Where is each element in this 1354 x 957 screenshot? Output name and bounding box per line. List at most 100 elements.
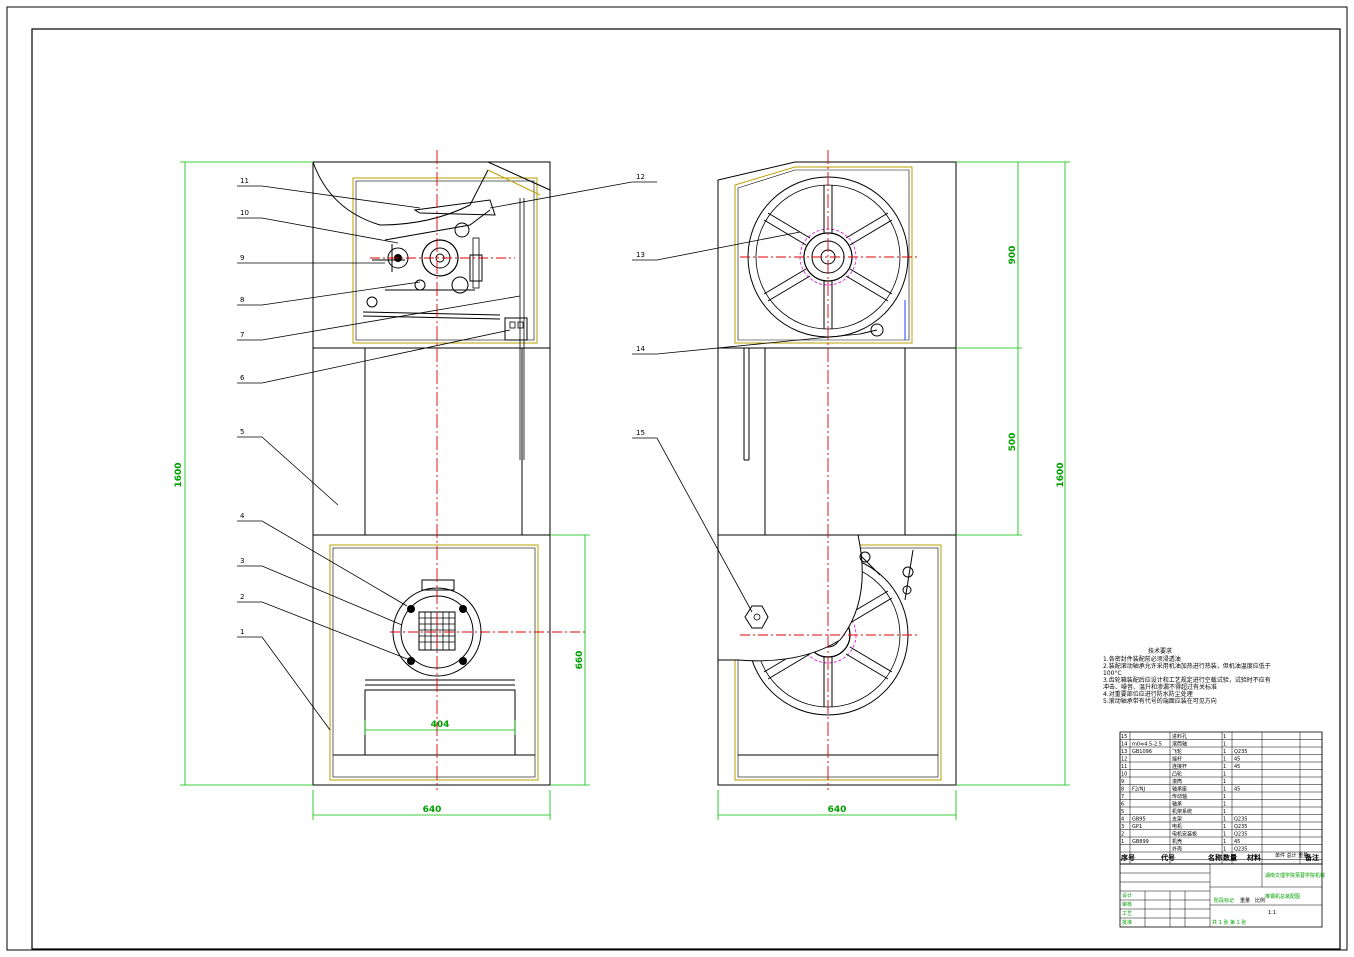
- part-label-1: 1: [240, 628, 244, 636]
- part-label-12: 12: [636, 173, 645, 181]
- part-label-9: 9: [240, 254, 244, 262]
- title-block: 湖南文理学院芙蓉学院机械 推钢机总装配图 阶段标记 重量 比例 1:1 共 1 …: [1119, 863, 1325, 928]
- scale-value: 1:1: [1268, 910, 1276, 916]
- part-label-4: 4: [240, 512, 245, 520]
- parts-row-qty: 1: [1223, 742, 1226, 748]
- parts-row-qty: 1: [1223, 764, 1226, 770]
- parts-row-seq: 13: [1121, 749, 1127, 755]
- parts-row-seq: 3: [1121, 824, 1124, 830]
- parts-row-seq: 15: [1121, 734, 1127, 740]
- left-dimensions: [180, 161, 590, 820]
- parts-row-code: GB899: [1132, 839, 1149, 845]
- parts-row-seq: 7: [1121, 794, 1124, 800]
- parts-extra-qty: 1: [1223, 847, 1226, 853]
- parts-row-seq: 5: [1121, 809, 1124, 815]
- parts-row-code: GB95: [1132, 817, 1146, 823]
- outer-border: [6, 6, 1348, 951]
- part-label-2: 2: [240, 593, 244, 601]
- part-label-15: 15: [636, 429, 645, 437]
- parts-row-name: 机架系统: [1172, 808, 1192, 815]
- parts-row-seq: 11: [1121, 764, 1127, 770]
- parts-row-name: 轴承座: [1172, 786, 1187, 793]
- dim-right-upper: 900: [1008, 246, 1018, 265]
- right-dimensions: [717, 161, 1070, 820]
- part-label-11: 11: [240, 177, 249, 185]
- part-label-10: 10: [240, 209, 249, 217]
- parts-row-qty: 1: [1223, 787, 1226, 793]
- dim-left-motor-height: 660: [575, 651, 585, 670]
- parts-row-material: 45: [1234, 764, 1240, 770]
- parts-row-name: 支架: [1172, 816, 1182, 823]
- parts-row-code: GP1: [1132, 824, 1142, 830]
- tech-title: 技术要求: [1148, 647, 1172, 655]
- drawing-title: 推钢机总装配图: [1265, 893, 1300, 900]
- left-leaders: [237, 185, 521, 731]
- parts-row-name: 摇杆: [1172, 756, 1182, 763]
- parts-row-qty: 1: [1223, 779, 1226, 785]
- parts-row-qty: 1: [1223, 802, 1226, 808]
- parts-row-qty: 1: [1223, 794, 1226, 800]
- parts-extra-name: 外壳: [1172, 846, 1182, 853]
- header-weight: 单件 总计 重量: [1275, 852, 1308, 859]
- parts-row-qty: 1: [1223, 839, 1226, 845]
- role-designer: 设计: [1122, 892, 1132, 899]
- parts-extra-material: Q235: [1234, 847, 1247, 853]
- parts-row-code: m0=4.5-2.5: [1132, 742, 1162, 748]
- tech-line-7: 5.滚动轴承带有代号的端面应装在可见方向: [1103, 697, 1217, 705]
- parts-row-qty: 1: [1223, 757, 1226, 763]
- parts-row-material: Q235: [1234, 824, 1247, 830]
- dim-left-inner-width: 404: [431, 720, 450, 730]
- tech-line-2: 2.装配滚动轴承允许采用机油加热进行热装，但机油温度应低于: [1103, 662, 1271, 670]
- parts-row-code: GB1096: [1132, 749, 1152, 755]
- header-material: 材料: [1246, 853, 1261, 862]
- stage-label: 阶段标记: [1214, 897, 1234, 904]
- header-name: 名称: [1208, 853, 1222, 862]
- parts-row-name: 传动轴: [1172, 793, 1187, 800]
- role-process: 工艺: [1122, 911, 1132, 917]
- parts-row-qty: 1: [1223, 734, 1226, 740]
- parts-row-name: 电机: [1172, 823, 1182, 830]
- part-label-14: 14: [636, 345, 645, 353]
- weight-label: 重量: [1240, 897, 1250, 904]
- parts-row-name: 电机安装板: [1172, 831, 1197, 838]
- header-seq: 序号: [1120, 853, 1135, 862]
- parts-row-seq: 2: [1121, 832, 1124, 838]
- tech-line-3: 100°C: [1103, 670, 1122, 677]
- parts-row-qty: 1: [1223, 772, 1226, 778]
- parts-row-seq: 8: [1121, 787, 1124, 793]
- parts-row-material: 45: [1234, 787, 1240, 793]
- right-leaders: [489, 181, 861, 613]
- dim-left-width: 640: [423, 805, 442, 815]
- left-part-labels: 11 10 9 8 7 6 5 4 3 2 1: [240, 177, 249, 636]
- part-label-7: 7: [240, 331, 244, 339]
- parts-row-name: 滚筒轴: [1172, 741, 1187, 748]
- parts-row-name: 机壳: [1172, 838, 1182, 845]
- dim-right-width: 640: [828, 805, 847, 815]
- role-approver: 批准: [1122, 919, 1132, 926]
- role-checker: 审核: [1122, 901, 1132, 908]
- parts-row-qty: 1: [1223, 832, 1226, 838]
- parts-row-seq: 1: [1121, 839, 1124, 845]
- tech-line-4: 3.齿轮箱装配后应设计和工艺规定进行空载试验，试验时不应有: [1103, 676, 1271, 684]
- part-label-8: 8: [240, 296, 244, 304]
- tech-line-6: 4.对重要部位应进行防水防尘处理: [1103, 690, 1193, 698]
- parts-row-seq: 10: [1121, 772, 1127, 778]
- right-view: [717, 150, 957, 790]
- dim-right-height: 1600: [1056, 462, 1066, 487]
- part-label-13: 13: [636, 251, 645, 259]
- parts-row-material: 45: [1234, 839, 1240, 845]
- parts-row-seq: 14: [1121, 742, 1127, 748]
- parts-row-name: 飞轮: [1172, 748, 1182, 755]
- inner-border: [31, 28, 1341, 950]
- scale-label: 比例: [1255, 897, 1265, 904]
- parts-row-name: 凸轮: [1172, 771, 1182, 778]
- parts-row-material: Q235: [1234, 817, 1247, 823]
- parts-row-name: 轴承: [1172, 801, 1182, 808]
- parts-row-material: 45: [1234, 757, 1240, 763]
- header-code: 代号: [1160, 853, 1175, 862]
- dim-right-middle: 500: [1008, 433, 1018, 452]
- parts-row-seq: 4: [1121, 817, 1124, 823]
- header-qty: 数量: [1223, 853, 1237, 862]
- school-name: 湖南文理学院芙蓉学院机械: [1265, 872, 1325, 879]
